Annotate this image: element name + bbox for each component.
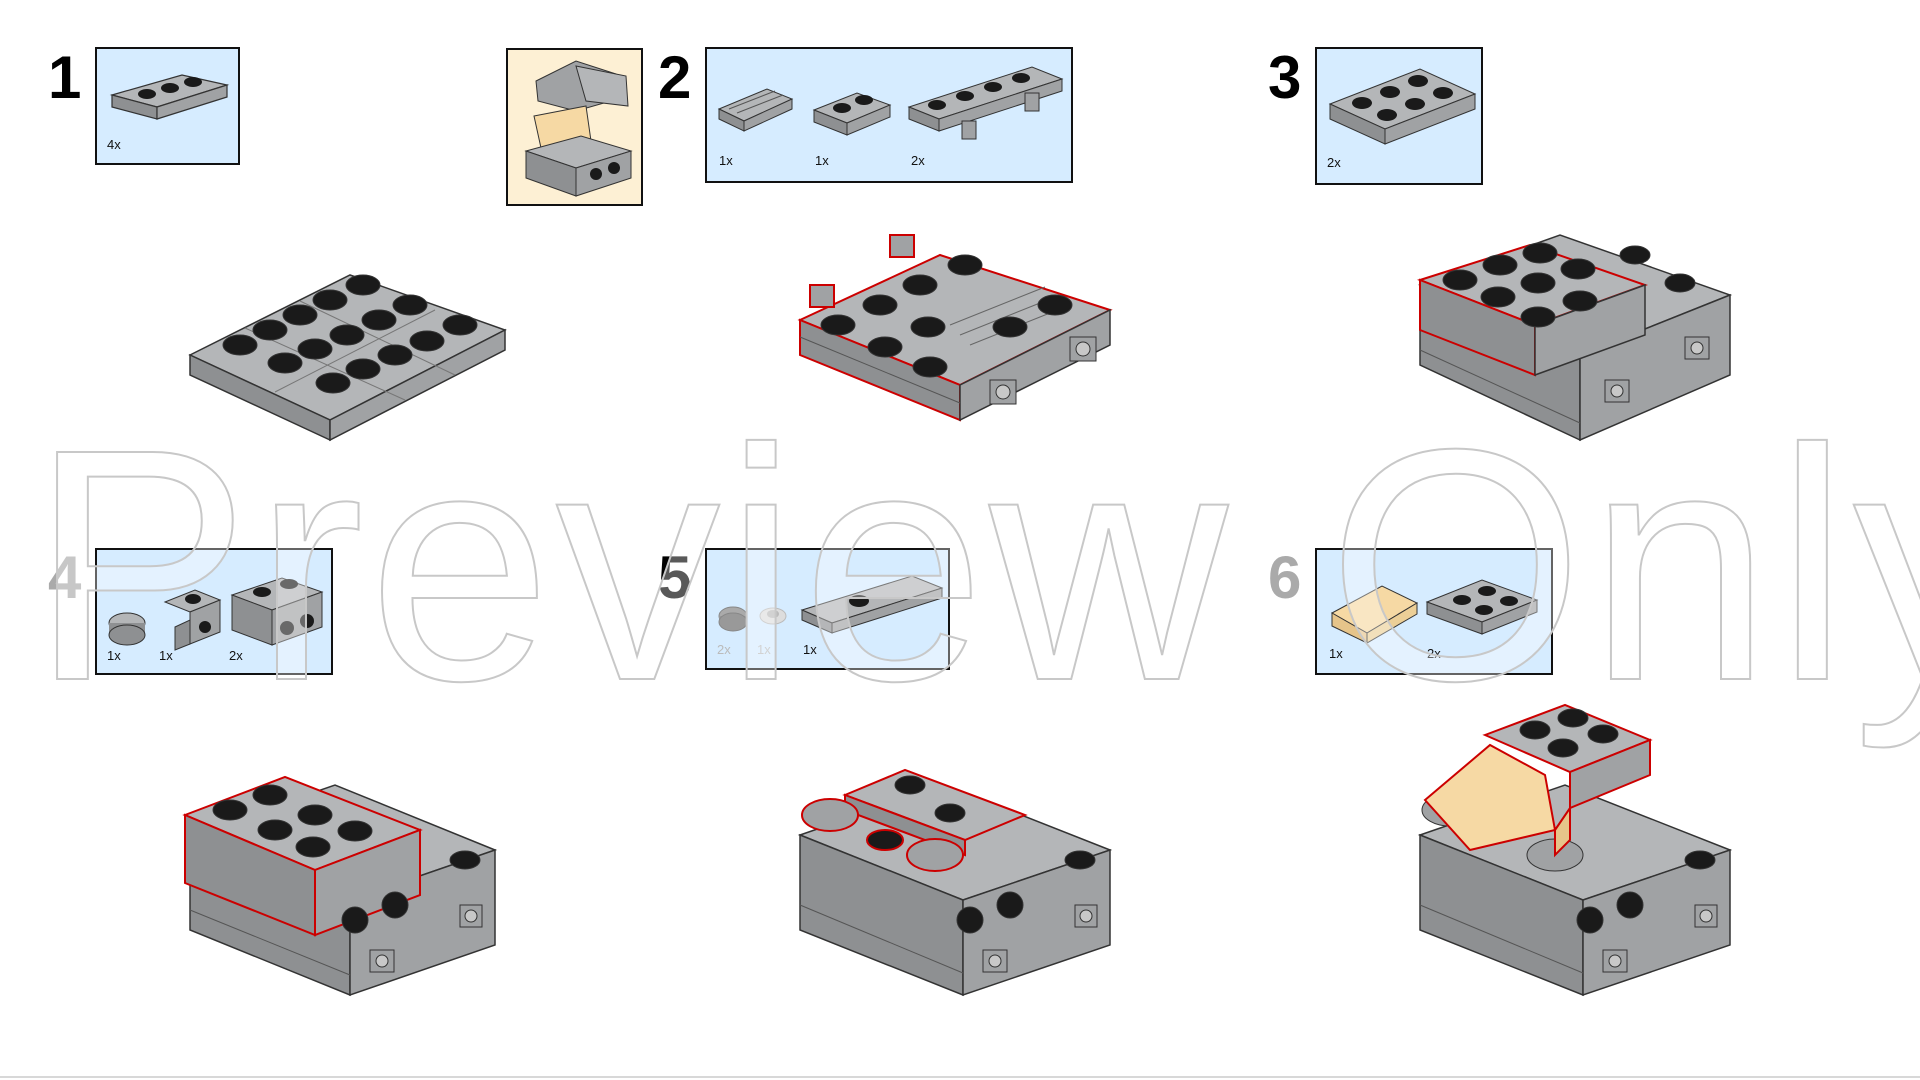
step-number: 6 <box>1268 544 1302 611</box>
parts-callout: 1x 2x <box>1315 548 1553 675</box>
round-plate-1x1-icon <box>759 607 787 625</box>
round-tile-2x2-icon <box>718 606 748 632</box>
page-divider <box>0 1076 1920 1078</box>
brick-1x2-side-studs-icon <box>230 577 324 646</box>
plate-1x3-jumper-icon <box>800 575 944 634</box>
quantity-label: 4x <box>107 137 121 152</box>
slope-tan-icon <box>1330 585 1419 644</box>
subassembly-preview <box>506 48 643 206</box>
quantity-label: 1x <box>107 648 121 663</box>
step-number: 4 <box>48 544 82 611</box>
step-number: 3 <box>1268 44 1302 111</box>
bracket-1x1-icon <box>163 589 222 651</box>
quantity-label: 1x <box>719 153 733 168</box>
parts-callout: 4x <box>95 47 240 165</box>
plate-2x2-icon <box>1425 579 1539 635</box>
step-1-model <box>188 274 507 442</box>
finished-model-preview-icon <box>524 60 633 197</box>
plate-1x3-icon <box>109 74 230 120</box>
step-4-model <box>182 775 498 997</box>
parts-callout: 2x <box>1315 47 1483 185</box>
quantity-label: 1x <box>757 642 771 657</box>
step-6-model <box>1417 703 1733 997</box>
parts-callout: 1x 1x 2x <box>95 548 333 675</box>
step-2-model <box>797 234 1113 422</box>
plate-1x4-with-clips-icon <box>907 66 1064 140</box>
quantity-label: 1x <box>1329 646 1343 661</box>
step-3-model <box>1417 234 1733 442</box>
parts-callout: 1x 1x 2x <box>705 47 1073 183</box>
plate-2x3-icon <box>1328 68 1477 145</box>
quantity-label: 1x <box>803 642 817 657</box>
plate-1x2-icon <box>812 92 892 136</box>
quantity-label: 1x <box>815 153 829 168</box>
quantity-label: 2x <box>717 642 731 657</box>
quantity-label: 2x <box>1327 155 1341 170</box>
quantity-label: 2x <box>1427 646 1441 661</box>
quantity-label: 2x <box>911 153 925 168</box>
step-5-model <box>797 768 1113 997</box>
quantity-label: 2x <box>229 648 243 663</box>
quantity-label: 1x <box>159 648 173 663</box>
tile-grille-icon <box>717 88 794 132</box>
step-number: 2 <box>658 44 692 111</box>
parts-callout: 2x 1x 1x <box>705 548 950 670</box>
round-plate-1x1-icon <box>108 612 146 646</box>
step-number: 1 <box>48 44 82 111</box>
step-number: 5 <box>658 544 692 611</box>
